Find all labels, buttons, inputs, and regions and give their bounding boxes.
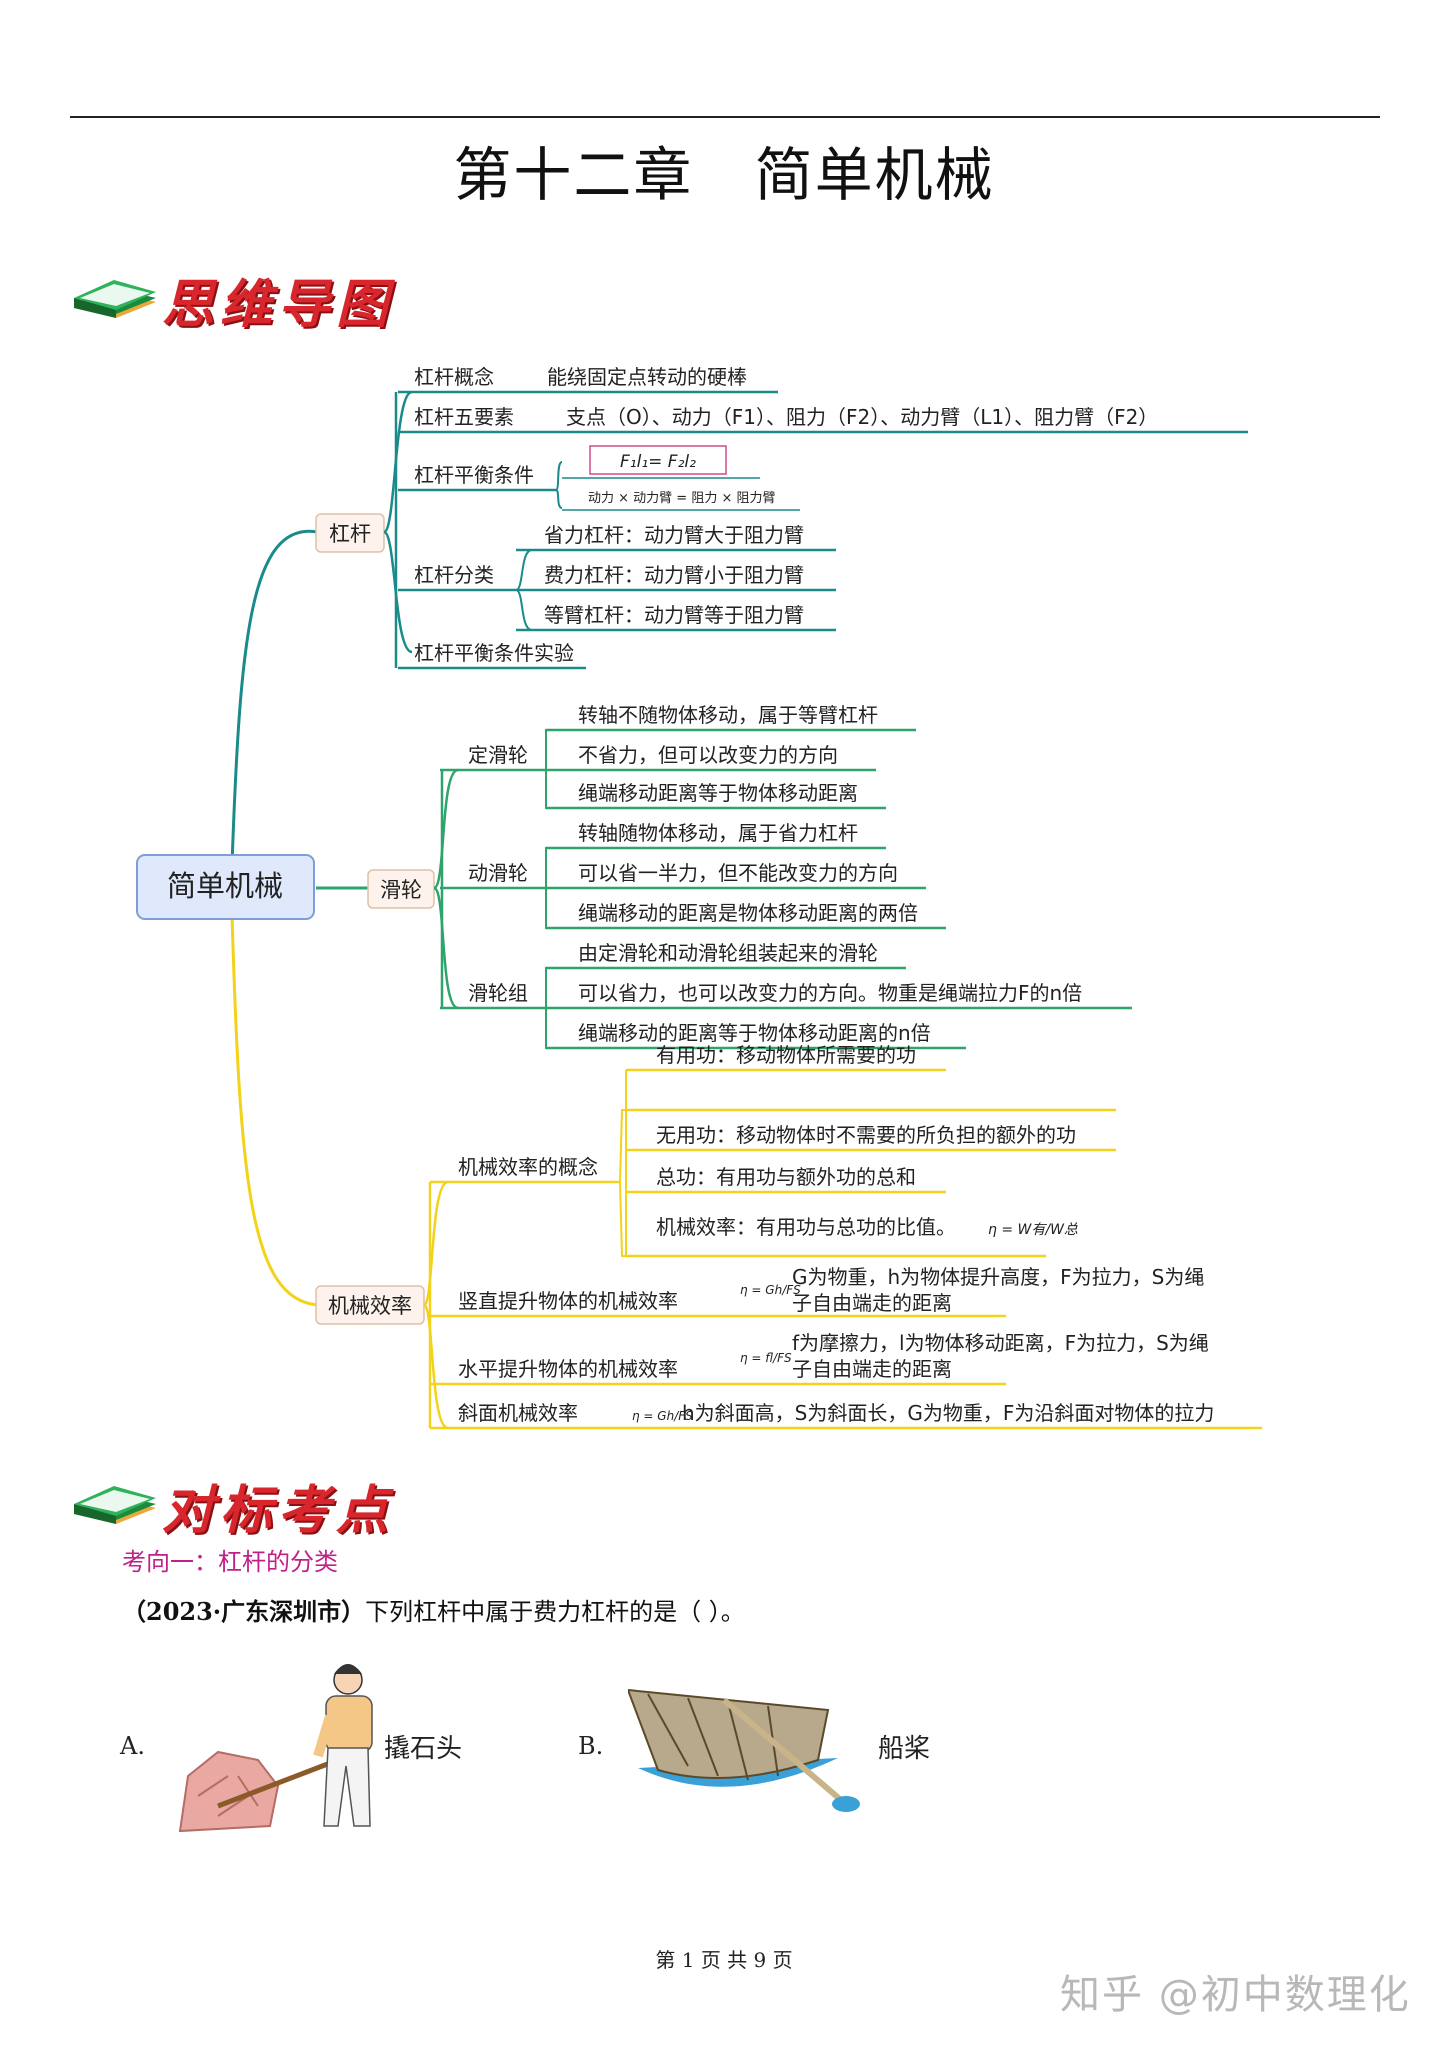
- efficiency-concept-item: 有用功：移动物体所需要的功: [656, 1043, 916, 1067]
- lever-concept-label: 杠杆概念: [414, 365, 494, 389]
- section-title-mindmap: 思维导图: [162, 275, 395, 335]
- question-text: （2023·广东深圳市）下列杠杆中属于费力杠杆的是（ ）。: [122, 1592, 745, 1627]
- horizontal-formula: η = fl/FS: [740, 1351, 792, 1365]
- pulley-movable-item: 可以省一半力，但不能改变力的方向: [578, 861, 898, 885]
- option-a-text: 撬石头: [384, 1734, 463, 1764]
- question-source: （2023·广东深圳市）: [122, 1597, 366, 1626]
- prying-rock-image: [178, 1664, 373, 1833]
- balance-words: 动力 × 动力臂 = 阻力 × 阻力臂: [588, 491, 775, 506]
- efficiency-concept-item: 总功：有用功与额外功的总和: [656, 1165, 916, 1189]
- pulley-node: 滑轮: [380, 878, 422, 902]
- lever-class-item: 等臂杠杆：动力臂等于阻力臂: [544, 603, 804, 627]
- section-title-points: 对标考点: [162, 1481, 395, 1541]
- lever-class-item: 省力杠杆：动力臂大于阻力臂: [544, 523, 804, 547]
- efficiency-vertical-label: 竖直提升物体的机械效率: [458, 1289, 678, 1313]
- lever-concept-value: 能绕固定点转动的硬棒: [547, 365, 747, 389]
- slope-formula: η = Gh/FS: [632, 1409, 693, 1423]
- boat-oar-image: [628, 1688, 860, 1812]
- slope-desc: h为斜面高，S为斜面长，G为物重，F为沿斜面对物体的拉力: [682, 1401, 1214, 1425]
- option-a-letter: A.: [120, 1732, 145, 1760]
- lever-node: 杠杆: [329, 522, 371, 546]
- book-icon: [74, 1486, 156, 1524]
- efficiency-concept-item: 无用功：移动物体时不需要的所负担的额外的功: [656, 1123, 1076, 1147]
- lever-balance-label: 杠杆平衡条件: [414, 463, 534, 487]
- pulley-movable-item: 转轴随物体移动，属于省力杠杆: [578, 821, 858, 845]
- horizontal-desc: 子自由端走的距离: [792, 1357, 952, 1381]
- pulley-fixed-item: 绳端移动距离等于物体移动距离: [578, 781, 858, 805]
- book-icon: [74, 280, 156, 318]
- lever-elements-label: 杠杆五要素: [414, 405, 514, 429]
- efficiency-concept-label: 机械效率的概念: [458, 1155, 598, 1179]
- efficiency-slope-label: 斜面机械效率: [458, 1401, 578, 1425]
- option-b-letter: B.: [578, 1732, 604, 1760]
- balance-formula: F₁l₁= F₂l₂: [620, 452, 696, 472]
- efficiency-concept-item: 机械效率：有用功与总功的比值。: [656, 1215, 956, 1239]
- lever-experiment-label: 杠杆平衡条件实验: [414, 641, 574, 665]
- efficiency-node: 机械效率: [328, 1294, 412, 1318]
- root-node: 简单机械: [167, 869, 283, 903]
- pulley-block-label: 滑轮组: [468, 981, 528, 1005]
- vertical-desc: G为物重，h为物体提升高度，F为拉力，S为绳: [792, 1265, 1204, 1289]
- horizontal-desc: f为摩擦力，l为物体移动距离，F为拉力，S为绳: [792, 1331, 1209, 1355]
- watermark: 知乎 @初中数理化: [1060, 1972, 1411, 2018]
- pulley-fixed-item: 不省力，但可以改变力的方向: [578, 743, 838, 767]
- page-footer: 第 1 页 共 9 页: [655, 1948, 793, 1972]
- eta-formula: η = W有/W总: [988, 1222, 1078, 1238]
- question-stem: 下列杠杆中属于费力杠杆的是（ ）。: [365, 1598, 745, 1626]
- pulley-block-item: 由定滑轮和动滑轮组装起来的滑轮: [578, 941, 878, 965]
- lever-class-item: 费力杠杆：动力臂小于阻力臂: [544, 563, 804, 587]
- header-rule: [70, 116, 1380, 118]
- question-category: 考向一：杠杆的分类: [122, 1548, 338, 1576]
- pulley-block-item: 绳端移动的距离等于物体移动距离的n倍: [578, 1021, 931, 1045]
- pulley-fixed-item: 转轴不随物体移动，属于等臂杠杆: [578, 703, 878, 727]
- pulley-fixed-label: 定滑轮: [468, 743, 528, 767]
- vertical-formula: η = Gh/FS: [740, 1283, 801, 1297]
- mind-map: 简单机械 杠杆 杠杆概念 能绕固定点转动的硬棒 杠杆五要素 支点（O）、动力（F…: [136, 365, 1262, 1430]
- pulley-block-item: 可以省力，也可以改变力的方向。物重是绳端拉力F的n倍: [578, 981, 1082, 1005]
- pulley-movable-label: 动滑轮: [468, 861, 528, 885]
- vertical-desc: 子自由端走的距离: [792, 1291, 952, 1315]
- efficiency-horizontal-label: 水平提升物体的机械效率: [458, 1357, 678, 1381]
- option-b-text: 船桨: [878, 1734, 931, 1764]
- page-title: 第十二章 简单机械: [453, 141, 995, 209]
- pulley-movable-item: 绳端移动的距离是物体移动距离的两倍: [578, 901, 918, 925]
- lever-class-label: 杠杆分类: [414, 563, 494, 587]
- lever-elements-value: 支点（O）、动力（F1）、阻力（F2）、动力臂（L1）、阻力臂（F2）: [566, 405, 1158, 429]
